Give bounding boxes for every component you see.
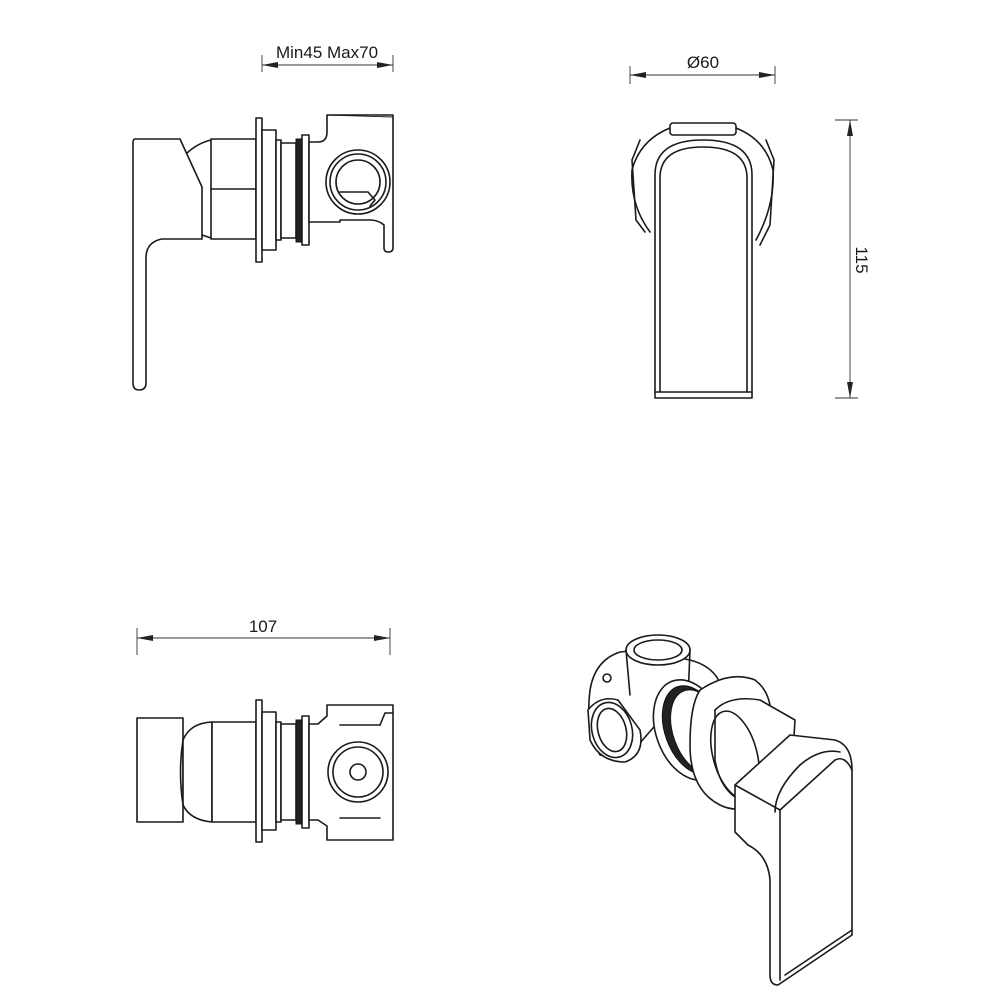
lever-top <box>136 717 184 823</box>
side-view: Min45 Max70 <box>132 43 394 391</box>
dimension-length: 107 <box>136 617 391 655</box>
lever-handle <box>132 138 203 391</box>
dimension-label-length: 107 <box>249 617 277 636</box>
lever-iso <box>734 734 853 986</box>
isometric-view <box>587 634 853 986</box>
dimension-diameter: Ø60 <box>629 53 776 84</box>
dimension-label-min-max: Min45 Max70 <box>276 43 378 62</box>
dimension-label-diameter: Ø60 <box>687 53 719 72</box>
lever-front <box>654 139 753 399</box>
dimension-min-max: Min45 Max70 <box>261 43 394 72</box>
wall-flange <box>255 117 263 263</box>
dimension-label-height: 115 <box>852 246 871 273</box>
top-view: 107 <box>136 617 394 843</box>
front-view: Ø60 115 <box>629 53 871 399</box>
dimension-height: 115 <box>835 119 871 399</box>
